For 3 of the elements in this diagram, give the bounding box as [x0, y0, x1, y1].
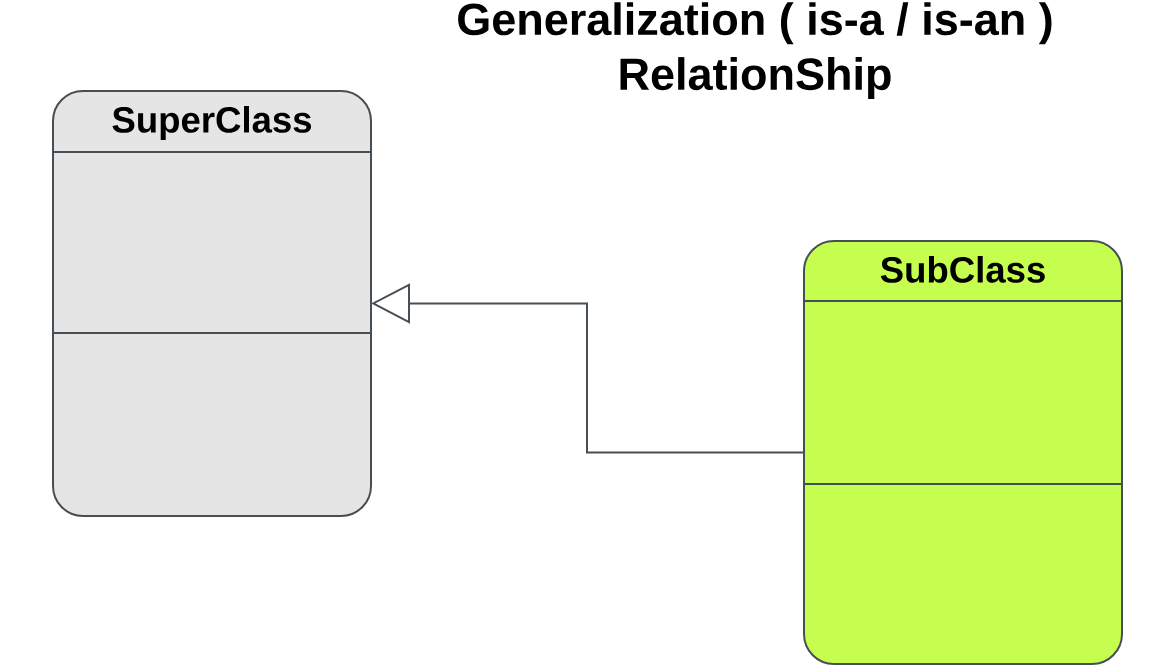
class-box: SuperClass	[52, 90, 372, 517]
title: Generalization ( is-a / is-an ) RelationShip	[458, 2, 1052, 99]
class-box: SubClass	[803, 240, 1123, 665]
